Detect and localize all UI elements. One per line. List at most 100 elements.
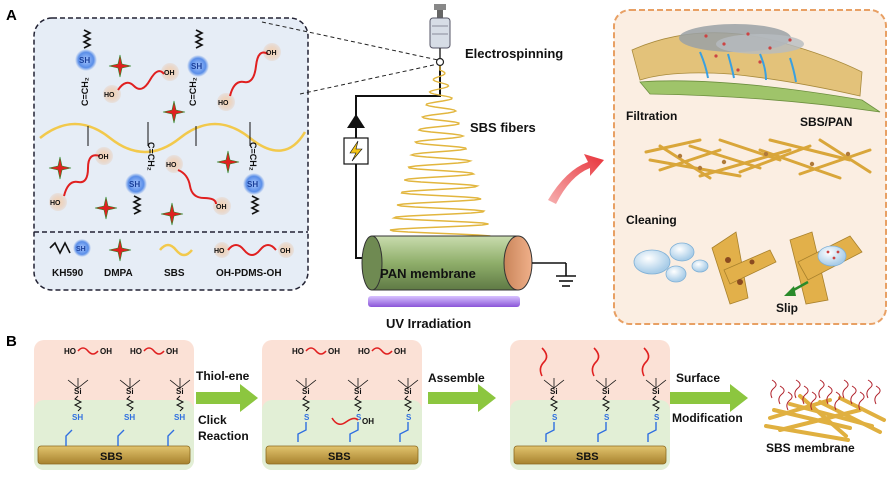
voltage-circuit (343, 66, 441, 259)
svg-text:HO: HO (50, 200, 61, 207)
silicon-label: Si (602, 387, 610, 396)
pdms-brush (778, 385, 785, 405)
svg-text:OH: OH (164, 70, 175, 77)
hydroxyl-label: HO (130, 347, 142, 356)
pdms-brush (794, 379, 801, 399)
substrate-label: SBS (100, 451, 123, 463)
membrane-fiber (772, 408, 852, 430)
sulfur-label: S (356, 413, 362, 422)
silicon-label: Si (550, 387, 558, 396)
silicon-label: Si (302, 387, 310, 396)
collector-label: PAN membrane (380, 266, 476, 281)
uv-lamp (368, 296, 520, 307)
svg-text:SH: SH (129, 180, 140, 189)
sulfur-label: S (304, 413, 310, 422)
thiol-label: SH (72, 413, 83, 422)
svg-text:OH: OH (216, 204, 227, 211)
fibers-label: SBS fibers (470, 120, 536, 135)
svg-text:HO: HO (214, 248, 225, 255)
pdms-brush (770, 379, 777, 399)
water-droplets (633, 242, 709, 283)
step-arrow (428, 384, 496, 412)
substrate-label: SBS (328, 451, 351, 463)
fiber-mat (644, 138, 872, 180)
step3-label: Surface (676, 371, 720, 385)
thiol-label: SH (174, 413, 185, 422)
uv-label: UV Irradiation (386, 316, 471, 331)
pdms-chain: HO OH (49, 147, 113, 211)
pdms-brush (802, 385, 809, 405)
slip-label: Slip (776, 301, 798, 315)
cleaning-label: Cleaning (626, 213, 677, 227)
pdms-brush (866, 379, 873, 399)
pdms-brush (826, 385, 833, 405)
zoom-arrow (548, 154, 604, 204)
vinyl-label: C=CH₂ (248, 142, 258, 171)
pdms-chain: HO OH (103, 63, 179, 103)
syringe (429, 4, 451, 67)
hydroxyl-label: HO (358, 347, 370, 356)
pdms-brush (818, 379, 825, 399)
silicon-label: Si (126, 387, 134, 396)
panel-b-letter: B (6, 333, 17, 350)
svg-text:HO: HO (218, 100, 229, 107)
pdms-brush (842, 379, 849, 399)
legend-kh590: KH590 (52, 268, 84, 279)
silicon-label: Si (176, 387, 184, 396)
zoom-line (299, 63, 439, 95)
hydroxyl-label: OH (394, 347, 406, 356)
silicon-label: Si (652, 387, 660, 396)
svg-text:OH: OH (280, 248, 291, 255)
step1-label: Reaction (198, 429, 249, 443)
membrane-fiber (838, 396, 886, 422)
filtration-label: Filtration (626, 109, 677, 123)
kh590-molecule: SH (243, 173, 265, 215)
sulfur-label: S (604, 413, 610, 422)
pdms-brush (810, 391, 817, 411)
pdms-brush (858, 391, 865, 411)
pdms-brush (834, 391, 841, 411)
kh590-molecule: SH (125, 173, 147, 215)
sbs-fiber-jet (389, 66, 491, 237)
hydroxyl-label: OH (166, 347, 178, 356)
sulfur-label: S (406, 413, 412, 422)
application-inset: Filtration SBS/PAN Cleaning (613, 9, 887, 325)
step1-label: Thiol-ene (196, 369, 250, 383)
pdms-chain: HO OH (165, 155, 231, 215)
vinyl-label: C=CH₂ (188, 77, 198, 106)
zoom-line (261, 21, 439, 61)
membrane-fiber (798, 394, 848, 438)
electrospinning-label: Electrospinning (465, 46, 563, 61)
sbs-wave-backbone (39, 122, 307, 154)
filtration-illustration (631, 24, 881, 113)
step3-label: Modification (672, 411, 743, 425)
svg-text:OH: OH (266, 50, 277, 57)
silicon-label: Si (74, 387, 82, 396)
svg-text:OH: OH (98, 154, 109, 161)
substrate-label: SBS (576, 451, 599, 463)
pdms-brush (874, 385, 881, 405)
vinyl-groups: C=CH₂ C=CH₂ C=CH₂ C=CH₂ (80, 77, 258, 171)
svg-text:HO: HO (104, 92, 115, 99)
step1-label: Click (198, 413, 227, 427)
svg-text:SH: SH (247, 180, 258, 189)
pdms-brush (850, 385, 857, 405)
svg-text:SH: SH (76, 246, 86, 253)
membrane-fiber (764, 424, 850, 442)
product-label: SBS membrane (766, 441, 855, 455)
panel-a-letter: A (6, 7, 17, 24)
hydroxyl-label: OH (362, 417, 374, 426)
vinyl-label: C=CH₂ (146, 142, 156, 171)
svg-text:SH: SH (191, 62, 202, 71)
step-arrow (196, 384, 258, 412)
legend-sbs: SBS (164, 268, 185, 279)
vinyl-label: C=CH₂ (80, 77, 90, 106)
pdms-brush (786, 391, 793, 411)
legend: SH KH590 DMPA SBS HO OH OH-PDMS-OH (49, 238, 294, 279)
hydroxyl-label: HO (64, 347, 76, 356)
